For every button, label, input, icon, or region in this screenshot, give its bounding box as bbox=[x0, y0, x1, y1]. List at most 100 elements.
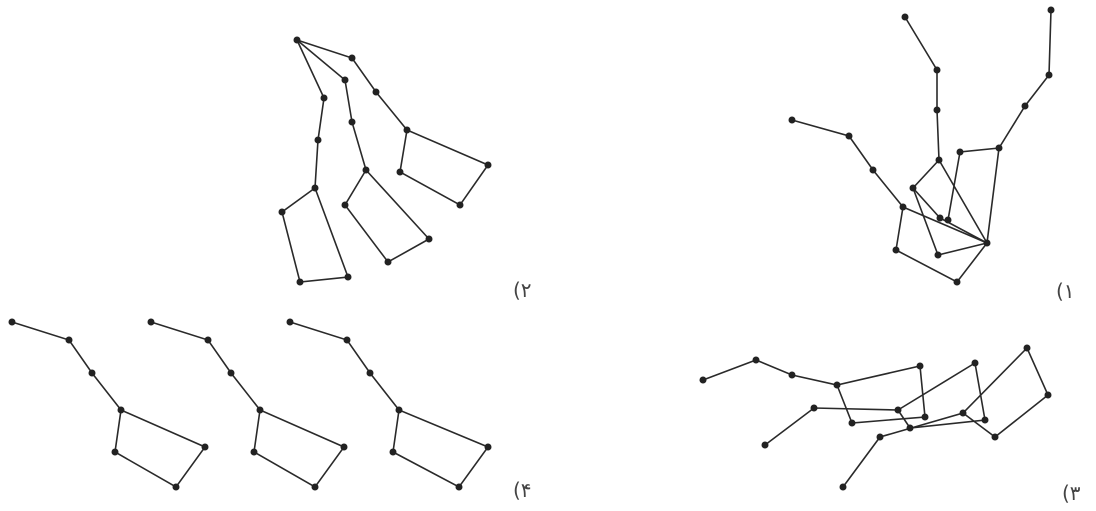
option-1-edge bbox=[905, 17, 987, 243]
option-3-node bbox=[992, 434, 999, 441]
option-2-node bbox=[297, 279, 304, 286]
option-4-node bbox=[202, 444, 209, 451]
option-2-node bbox=[385, 259, 392, 266]
option-1-node bbox=[945, 217, 952, 224]
option-3-nodes bbox=[700, 345, 1052, 491]
option-2-node bbox=[363, 167, 370, 174]
option-1-edge bbox=[987, 148, 999, 243]
option-2-node bbox=[342, 77, 349, 84]
option-4-node bbox=[228, 370, 235, 377]
option-3-label: (۳ bbox=[1062, 481, 1081, 505]
option-1-node bbox=[936, 157, 943, 164]
option-2-node bbox=[457, 202, 464, 209]
option-4-node bbox=[396, 407, 403, 414]
option-4-node bbox=[257, 407, 264, 414]
option-1-node bbox=[1048, 7, 1055, 14]
option-3-node bbox=[849, 420, 856, 427]
option-3-node bbox=[1045, 392, 1052, 399]
option-2-label: (۲ bbox=[513, 278, 532, 302]
option-4-edge bbox=[290, 322, 488, 487]
option-3-diagram: (۳ bbox=[700, 345, 1081, 506]
option-2-node bbox=[279, 209, 286, 216]
option-1-node bbox=[935, 252, 942, 259]
option-2-edge bbox=[282, 40, 348, 282]
option-1-edge bbox=[792, 120, 987, 282]
option-1-node bbox=[934, 67, 941, 74]
option-2-node bbox=[294, 37, 301, 44]
option-3-node bbox=[753, 357, 760, 364]
option-4-node bbox=[148, 319, 155, 326]
option-3-edge bbox=[765, 363, 985, 445]
option-2-node bbox=[345, 274, 352, 281]
option-1-node bbox=[900, 204, 907, 211]
option-1-node bbox=[984, 240, 991, 247]
option-1-label: (۱ bbox=[1056, 279, 1075, 303]
option-4-node bbox=[287, 319, 294, 326]
option-4-label: (۴ bbox=[513, 478, 532, 502]
option-1-node bbox=[789, 117, 796, 124]
option-1-nodes bbox=[789, 7, 1055, 286]
option-3-node bbox=[1024, 345, 1031, 352]
option-1-node bbox=[934, 107, 941, 114]
option-1-node bbox=[1022, 103, 1029, 110]
option-1-node bbox=[1046, 72, 1053, 79]
option-2-diagram: (۲ bbox=[279, 37, 532, 303]
option-4-node bbox=[367, 370, 374, 377]
option-1-node bbox=[957, 149, 964, 156]
option-2-node bbox=[312, 185, 319, 192]
option-1-node bbox=[910, 185, 917, 192]
option-4-node bbox=[312, 484, 319, 491]
option-3-node bbox=[840, 484, 847, 491]
option-3-node bbox=[700, 377, 707, 384]
option-3-node bbox=[762, 442, 769, 449]
option-4-edge bbox=[151, 322, 344, 487]
option-3-edge bbox=[703, 360, 925, 423]
option-1-edge bbox=[948, 10, 1051, 220]
option-2-node bbox=[349, 55, 356, 62]
option-2-node bbox=[342, 202, 349, 209]
option-1-node bbox=[996, 145, 1003, 152]
option-4-node bbox=[118, 407, 125, 414]
option-1-node bbox=[902, 14, 909, 21]
option-2-nodes bbox=[279, 37, 492, 286]
option-1-node bbox=[870, 167, 877, 174]
option-4-node bbox=[251, 449, 258, 456]
option-1-node bbox=[893, 247, 900, 254]
option-2-node bbox=[404, 127, 411, 134]
option-3-node bbox=[895, 407, 902, 414]
option-3-node bbox=[907, 425, 914, 432]
option-4-node bbox=[89, 370, 96, 377]
option-2-node bbox=[426, 236, 433, 243]
option-4-node bbox=[205, 337, 212, 344]
option-2-node bbox=[349, 119, 356, 126]
option-3-node bbox=[960, 410, 967, 417]
option-4-node bbox=[456, 484, 463, 491]
option-2-node bbox=[315, 137, 322, 144]
option-3-node bbox=[917, 363, 924, 370]
option-4-node bbox=[66, 337, 73, 344]
option-3-node bbox=[789, 372, 796, 379]
option-3-node bbox=[834, 382, 841, 389]
option-4-diagram: (۴ bbox=[9, 319, 532, 503]
option-1-node bbox=[954, 279, 961, 286]
option-3-edge bbox=[843, 348, 1048, 487]
option-2-node bbox=[485, 162, 492, 169]
option-4-node bbox=[173, 484, 180, 491]
option-1-node bbox=[937, 215, 944, 222]
option-1-node bbox=[846, 133, 853, 140]
option-2-node bbox=[397, 169, 404, 176]
option-4-node bbox=[341, 444, 348, 451]
option-4-node bbox=[485, 444, 492, 451]
option-3-node bbox=[877, 434, 884, 441]
option-4-nodes bbox=[9, 319, 492, 491]
option-3-node bbox=[982, 417, 989, 424]
option-4-node bbox=[344, 337, 351, 344]
option-4-node bbox=[9, 319, 16, 326]
option-3-node bbox=[811, 405, 818, 412]
option-1-diagram: (۱ bbox=[789, 7, 1075, 304]
option-4-node bbox=[390, 449, 397, 456]
option-4-node bbox=[112, 449, 119, 456]
option-3-node bbox=[922, 414, 929, 421]
option-3-node bbox=[972, 360, 979, 367]
